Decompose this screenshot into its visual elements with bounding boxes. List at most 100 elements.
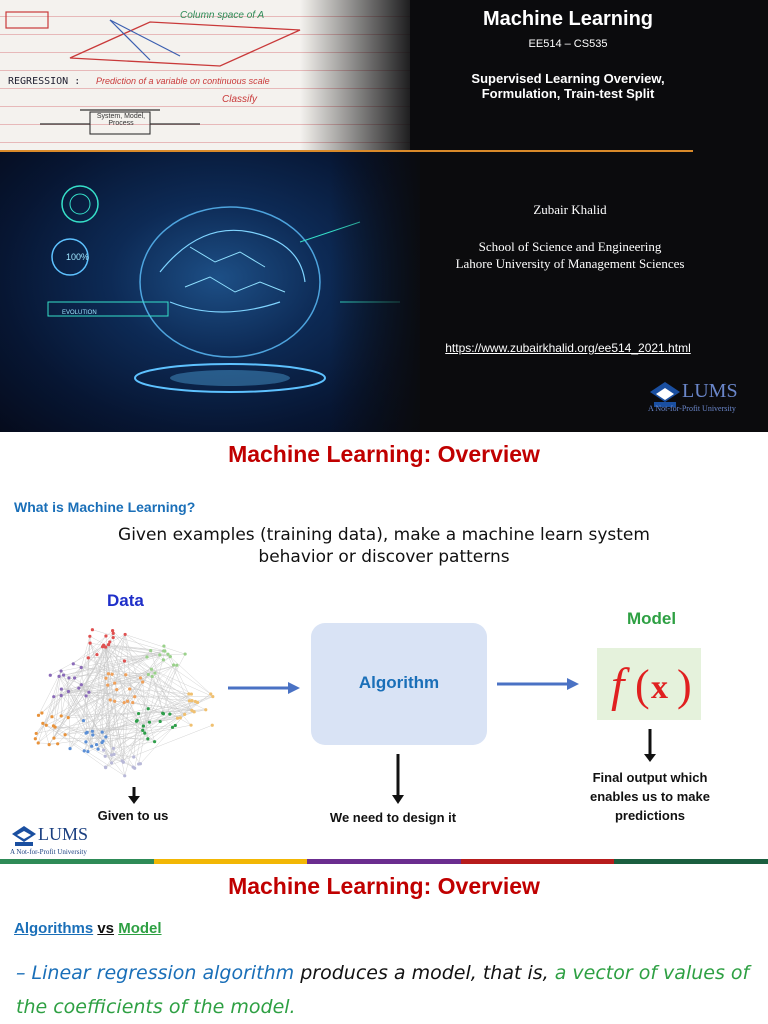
model-formula-box: [597, 648, 701, 720]
network-node: [171, 663, 176, 667]
network-node: [111, 631, 115, 635]
network-node: [204, 708, 208, 712]
stripe-segment: [153, 859, 308, 864]
network-edge: [61, 633, 114, 690]
network-edge: [150, 650, 171, 715]
network-node: [163, 649, 167, 653]
network-edge: [68, 689, 117, 692]
network-edge: [129, 688, 149, 709]
network-edge: [163, 650, 211, 695]
lums-logo-tagline: A Not-for-Profit University: [648, 404, 736, 413]
network-node: [166, 652, 170, 656]
network-edge: [38, 715, 62, 744]
network-node: [84, 731, 88, 735]
network-node: [128, 687, 132, 691]
network-edge: [127, 681, 143, 702]
affiliation-line: Lahore University of Management Sciences: [455, 256, 685, 271]
network-node: [88, 641, 92, 645]
network-node: [123, 632, 127, 637]
network-node: [106, 642, 111, 647]
network-edge: [53, 737, 148, 740]
network-node: [91, 733, 95, 737]
network-edge: [162, 665, 178, 714]
network-edge: [105, 721, 137, 768]
statement-line: Given examples (training data), make a m…: [118, 525, 650, 545]
model-label: Model: [627, 609, 677, 628]
network-edge: [149, 718, 178, 723]
algorithm-caption: We need to design it: [329, 810, 457, 825]
network-node: [63, 733, 67, 737]
model-caption: Final output which enables us to make pr…: [560, 768, 740, 825]
down-arrow-icon: [644, 729, 656, 762]
network-node: [102, 748, 106, 752]
network-node: [131, 700, 135, 705]
network-edge: [51, 676, 60, 717]
subhead-model: Model: [118, 920, 162, 937]
caption-line: enables us to make: [590, 789, 710, 804]
network-edge: [51, 716, 134, 768]
network-node: [158, 653, 162, 657]
network-edge: [61, 695, 112, 756]
network-edge: [55, 726, 87, 734]
network-node: [111, 635, 115, 640]
network-node: [108, 640, 112, 644]
network-edge: [123, 660, 125, 763]
network-edge: [58, 676, 181, 718]
network-edge: [53, 676, 153, 697]
network-edge: [125, 674, 189, 695]
network-edge: [113, 701, 128, 749]
network-node: [34, 731, 38, 736]
network-node: [153, 740, 157, 744]
network-node: [133, 766, 137, 770]
network-edge: [138, 733, 145, 765]
model-formula: f ( x ): [611, 659, 692, 712]
network-node: [52, 736, 56, 740]
network-node: [132, 755, 136, 759]
network-node: [146, 672, 150, 677]
network-node: [149, 667, 154, 671]
bullet-point: – Linear regression algorithm produces a…: [16, 956, 764, 1024]
notes-classify: Classify: [222, 94, 258, 105]
stripe-segment: [307, 859, 461, 864]
down-arrow-icon: [392, 754, 404, 804]
network-edge: [68, 667, 82, 679]
subtitle-line: Formulation, Train-test Split: [481, 86, 655, 101]
algorithm-label: Algorithm: [358, 673, 440, 692]
network-edge: [46, 725, 106, 768]
lums-emblem-icon: [650, 382, 680, 407]
network-node: [113, 681, 117, 685]
network-node: [109, 753, 114, 757]
network-edge: [83, 643, 91, 721]
network-edge: [42, 723, 134, 768]
network-edge: [81, 636, 91, 668]
network-node: [86, 656, 90, 660]
network-node: [111, 629, 115, 633]
network-edge: [92, 629, 165, 652]
network-edge: [85, 693, 192, 743]
course-url-link[interactable]: https://www.zubairkhalid.org/ee514_2021.…: [445, 341, 691, 355]
network-edge: [38, 670, 62, 744]
network-node: [183, 652, 187, 656]
network-node: [153, 671, 157, 675]
network-node: [106, 672, 111, 676]
network-node: [47, 743, 51, 747]
network-node: [67, 676, 71, 680]
network-node: [190, 698, 194, 703]
network-edge: [74, 654, 169, 679]
network-node: [138, 762, 142, 766]
network-node: [90, 744, 94, 748]
network-node: [84, 694, 88, 698]
network-node: [113, 699, 117, 703]
network-node: [149, 649, 153, 653]
network-edge: [88, 645, 104, 659]
network-edge: [46, 696, 54, 726]
network-edge: [144, 650, 165, 734]
data-caption: Given to us: [97, 808, 169, 823]
network-edge: [36, 716, 53, 734]
network-node: [90, 729, 94, 733]
network-node: [161, 658, 166, 662]
network-edge: [152, 665, 177, 677]
network-edge: [124, 654, 160, 662]
notes-prediction: Prediction of a variable on continuous s…: [96, 76, 270, 86]
network-edge: [103, 645, 164, 652]
